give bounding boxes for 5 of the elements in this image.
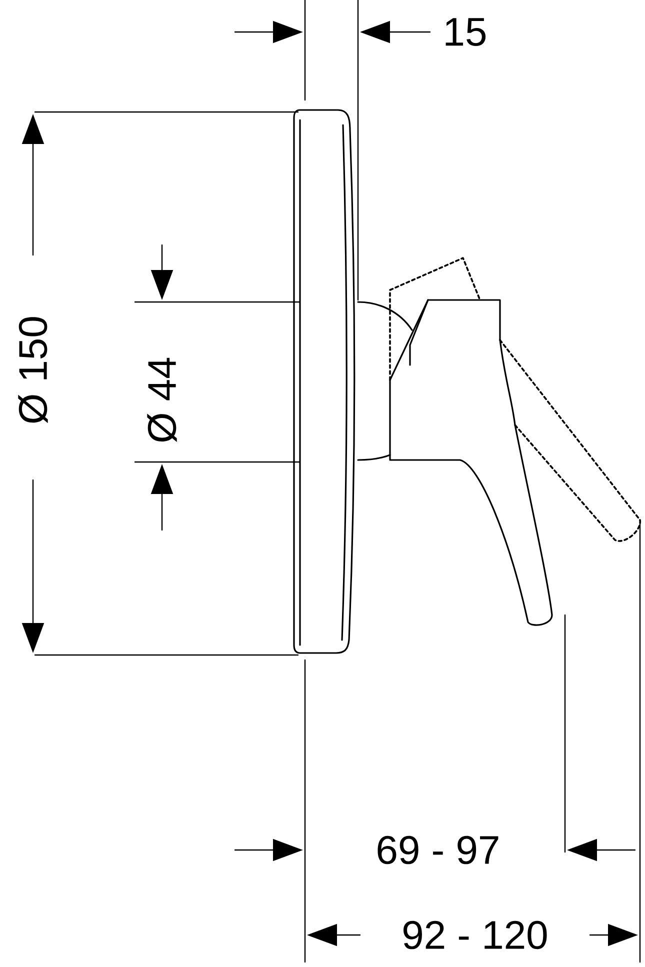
dimension-label: 15: [440, 16, 490, 48]
dimension-label: Ø 44: [145, 354, 179, 446]
dimension-label: 92 - 120: [400, 918, 550, 952]
dimension-label: Ø 150: [16, 314, 50, 426]
dimension-label: 69 - 97: [374, 834, 502, 866]
